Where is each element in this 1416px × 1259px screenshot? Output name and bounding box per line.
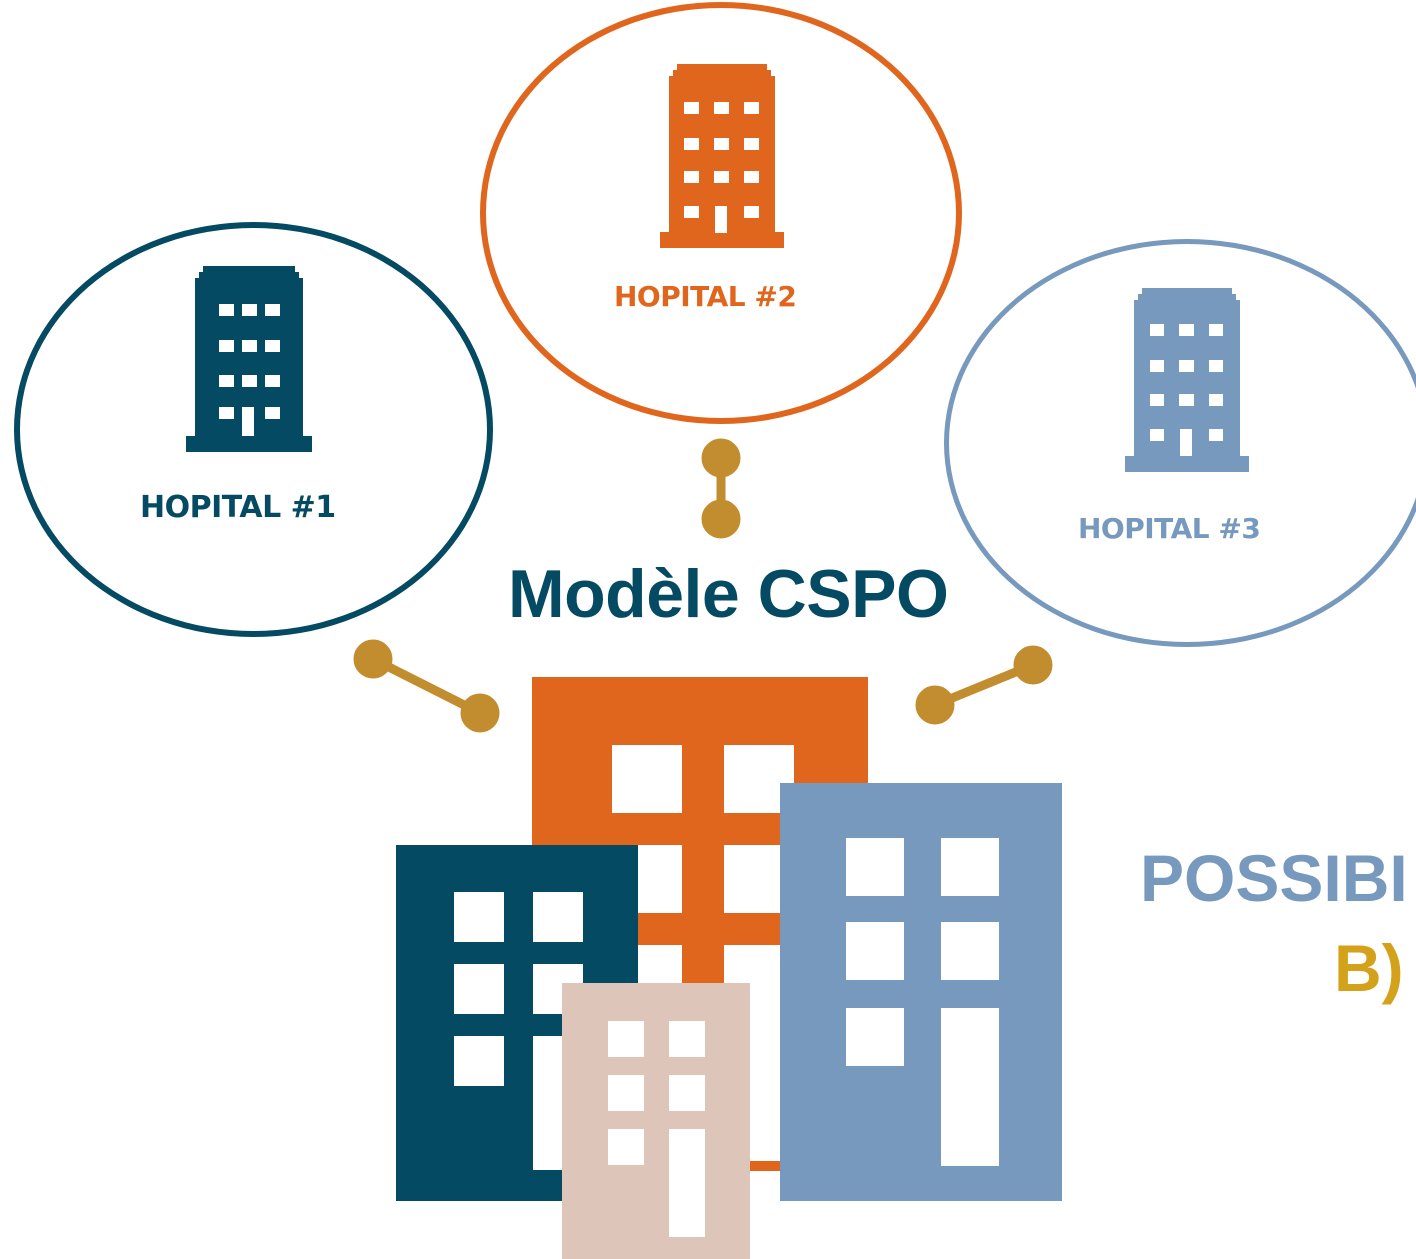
hospital-2-label: HOPITAL #2 bbox=[614, 280, 797, 313]
hospital-3-building-icon bbox=[1125, 288, 1249, 472]
hospital-1-label: HOPITAL #1 bbox=[140, 490, 336, 525]
beige-building bbox=[562, 983, 750, 1259]
model-title: Modèle CSPO bbox=[508, 556, 949, 632]
light-blue-building bbox=[780, 783, 1062, 1201]
side-heading-line-2: B) bbox=[1334, 931, 1404, 1005]
connector-hospital-1 bbox=[353, 639, 500, 733]
side-heading-line-1: POSSIBI bbox=[1140, 841, 1408, 915]
connector-hospital-2 bbox=[701, 438, 741, 539]
hospital-2-building-icon bbox=[660, 64, 784, 248]
hospital-3-label: HOPITAL #3 bbox=[1078, 512, 1261, 545]
hospital-1-building-icon bbox=[186, 266, 312, 452]
connector-hospital-3 bbox=[915, 645, 1053, 725]
